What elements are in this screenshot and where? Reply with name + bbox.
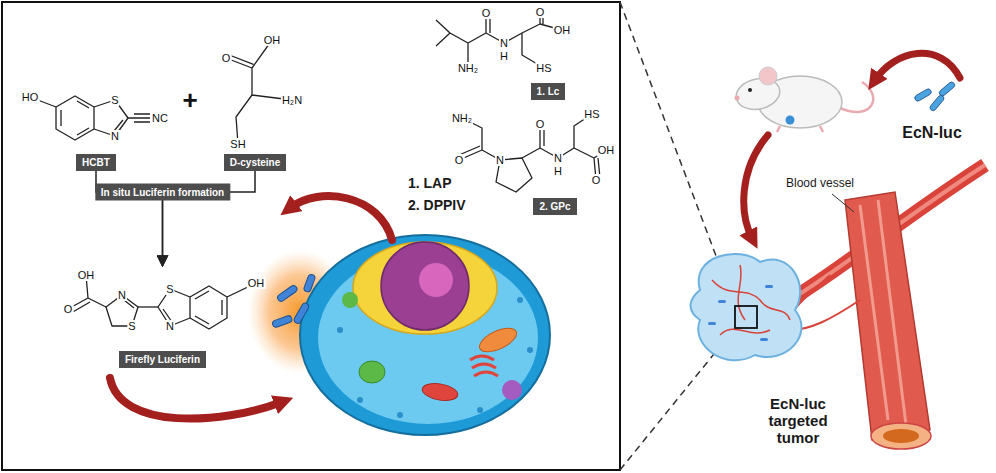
structure-panel: HCBT <box>15 85 177 171</box>
tumor-bacteria <box>708 285 773 341</box>
bond <box>138 306 158 307</box>
atom-label: N <box>110 130 120 142</box>
vacuole <box>502 380 522 400</box>
atom-label: SH <box>229 138 246 150</box>
leader-line <box>832 194 854 212</box>
zoom-line <box>620 2 735 470</box>
vessel-stripe <box>860 200 906 425</box>
tumor <box>691 254 802 360</box>
double-bond <box>195 291 222 324</box>
golgi-apparatus <box>470 356 498 376</box>
atom-label: N <box>165 320 175 332</box>
atom-label: OH <box>77 269 96 281</box>
atom-label: S <box>165 283 174 295</box>
compound-label: HCBT <box>76 154 116 171</box>
edge-label: In situ Luciferin formation <box>95 184 230 201</box>
tumor-vessels <box>712 265 790 335</box>
targeting-arrow <box>744 135 768 238</box>
endoplasmic-reticulum <box>353 242 497 334</box>
atom-label: N <box>117 289 127 301</box>
structure-panel: 1. Lc <box>500 4 596 100</box>
tripeptide-bonds <box>522 114 606 180</box>
compound-label: D-cysteine <box>224 154 287 171</box>
cysteine-bonds <box>226 40 292 144</box>
atom-label: N <box>495 154 505 166</box>
organelle <box>342 292 358 308</box>
tumor-label: EcN-luc targeted tumor <box>757 395 839 446</box>
zoom-square <box>735 306 757 328</box>
vessel-section <box>871 423 931 449</box>
atom-label: OH <box>597 144 616 156</box>
atom-label: O <box>535 6 546 18</box>
atom-label: OH <box>247 277 266 289</box>
compound-label: 1. Lc <box>531 83 566 100</box>
atom-label: O <box>454 154 465 166</box>
atom-label: OH <box>553 24 572 36</box>
mitochondrion <box>476 323 520 356</box>
process-arrow <box>110 378 282 419</box>
structure-panel: Firefly Luciferin <box>60 266 265 368</box>
atom-label: NC <box>151 112 169 124</box>
atom-label: H <box>553 165 563 177</box>
double-bond <box>61 101 89 135</box>
compound-label: Firefly Luciferin <box>119 351 206 368</box>
atom-label: OH <box>263 34 282 46</box>
vessel-lumen <box>883 429 919 443</box>
atom-label: O <box>481 7 492 19</box>
vessel-label: Blood vessel <box>784 176 856 190</box>
process-arrow <box>290 196 392 240</box>
bacteria <box>272 274 316 329</box>
atom-label: O <box>535 118 546 130</box>
atom-label: S <box>110 94 119 106</box>
compound-label: 2. GPc <box>533 198 576 215</box>
blood-vessel <box>845 192 930 440</box>
mitochondrion <box>421 381 459 403</box>
dipeptide-bonds <box>436 12 562 68</box>
atom-label: O <box>591 174 602 186</box>
glycine-bonds <box>459 118 500 160</box>
benzene-ring <box>56 96 94 140</box>
strain-label: EcN-luc <box>902 123 962 142</box>
panel-frame <box>2 2 620 470</box>
atom-label: N <box>553 152 563 164</box>
atom-label: N <box>499 37 509 49</box>
enzyme-label: 2. DPPIV <box>408 197 466 214</box>
organelle <box>359 361 385 383</box>
atom-label: O <box>221 52 232 64</box>
triple-bond <box>128 114 150 122</box>
atom-label: O <box>63 303 74 315</box>
atom-label: HO <box>21 91 40 103</box>
atom-label: S <box>127 320 136 332</box>
mouse <box>733 67 873 132</box>
atom-label: HS <box>535 62 552 74</box>
double-bond <box>124 300 134 308</box>
nucleolus <box>419 263 453 297</box>
enzyme-label: 1. LAP <box>408 175 452 192</box>
atom-label: NH₂ <box>451 112 473 124</box>
nucleus <box>381 242 469 330</box>
atom-label: HS <box>583 108 600 120</box>
cell-membrane <box>300 235 550 435</box>
atom-label: H₂N <box>281 94 303 106</box>
plus-sign: + <box>182 86 197 114</box>
injection-arrow <box>875 53 960 80</box>
benzene-ring <box>190 286 227 329</box>
cytoplasm <box>318 252 538 424</box>
atom-label: NH₂ <box>457 62 479 74</box>
bacteria-icon <box>914 81 956 112</box>
atom-label: H <box>499 50 509 62</box>
